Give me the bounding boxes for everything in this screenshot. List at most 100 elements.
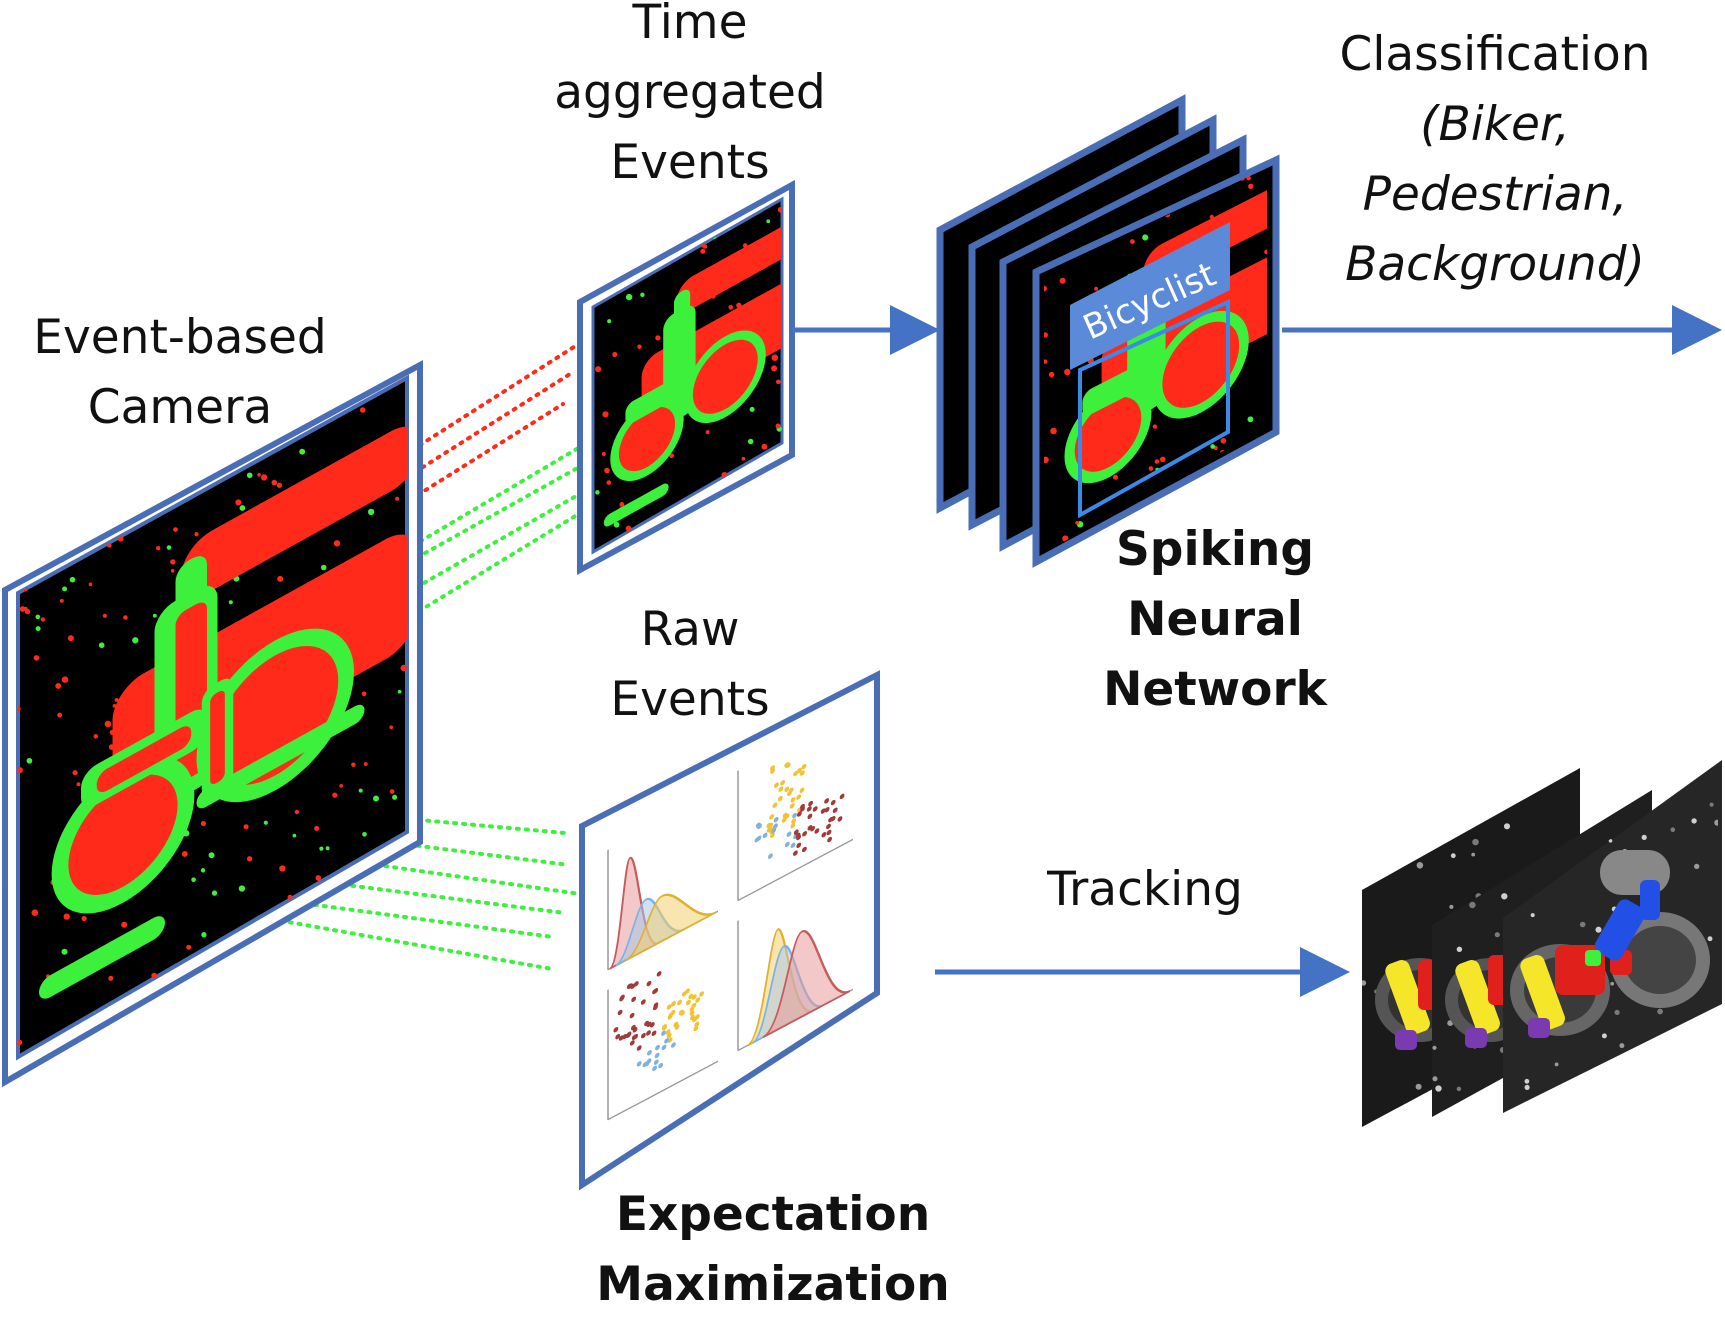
raw-events-line-2: Events <box>610 672 770 727</box>
noise-dot <box>257 472 261 477</box>
noise-dot <box>72 770 78 776</box>
noise-dot <box>640 292 645 297</box>
noise-dot <box>1689 1100 1694 1105</box>
noise-dot <box>277 575 284 582</box>
noise-dot <box>1477 808 1483 814</box>
noise-dot <box>375 959 382 966</box>
noise-dot <box>612 274 617 279</box>
noise-dot <box>43 485 48 490</box>
noise-dot <box>170 559 176 565</box>
scatter-point <box>793 850 798 856</box>
noise-dot <box>368 919 373 924</box>
noise-dot <box>57 712 63 718</box>
scatter-point <box>784 786 790 793</box>
noise-dot <box>117 535 124 542</box>
noise-dot <box>753 481 758 486</box>
noise-dot <box>1709 802 1714 807</box>
noise-dot <box>1595 926 1602 933</box>
noise-dot <box>669 453 675 459</box>
noise-dot <box>24 480 31 486</box>
scatter-point <box>768 853 773 859</box>
noise-dot <box>1489 1098 1496 1105</box>
scatter-point <box>827 836 833 843</box>
noise-dot <box>761 443 768 450</box>
time-aggregated-line-2: aggregated <box>554 65 826 120</box>
snn-label-line-1: Spiking <box>1115 522 1315 577</box>
noise-dot <box>603 217 608 222</box>
noise-dot <box>1435 1085 1442 1092</box>
noise-dot <box>271 969 276 974</box>
noise-dot <box>389 789 395 794</box>
scatter-point <box>646 980 652 987</box>
noise-dot <box>19 606 26 612</box>
scatter-point <box>640 999 646 1005</box>
scatter-point <box>784 841 790 848</box>
noise-dot <box>238 885 246 892</box>
noise-dot <box>1221 482 1228 489</box>
scatter-point <box>807 813 813 820</box>
noise-dot <box>700 248 706 254</box>
noise-dot <box>35 614 41 620</box>
noise-dot <box>1491 766 1495 770</box>
noise-dot <box>1112 474 1119 480</box>
scatter-point <box>644 1061 650 1067</box>
noise-dot <box>201 932 207 938</box>
scatter-point <box>796 834 802 841</box>
scatter-point <box>832 807 838 813</box>
scatter-point <box>790 842 796 848</box>
time-aggregated-line-1: Time <box>632 0 748 50</box>
noise-dot <box>266 1013 271 1018</box>
noise-dot <box>45 450 50 455</box>
snn-label-line-3: Network <box>1103 662 1327 717</box>
noise-dot <box>320 564 327 571</box>
scatter-point <box>664 1038 669 1044</box>
noise-dot <box>194 532 199 537</box>
scatter-point <box>655 1044 660 1051</box>
noise-dot <box>1707 936 1713 942</box>
noise-dot <box>1714 819 1718 826</box>
noise-dot <box>246 856 253 862</box>
noise-dot <box>299 448 306 455</box>
noise-dot <box>47 473 52 478</box>
noise-dot <box>114 697 119 702</box>
noise-dot <box>1670 827 1676 832</box>
scatter-point <box>790 797 796 803</box>
noise-dot <box>1367 779 1375 787</box>
noise-dot <box>257 443 261 448</box>
noise-dot <box>279 865 286 872</box>
scatter-point <box>787 790 792 796</box>
scatter-point <box>839 793 845 800</box>
noise-dot <box>1554 1062 1559 1067</box>
noise-dot <box>601 267 606 272</box>
scatter-point <box>622 1033 628 1040</box>
noise-dot <box>1044 359 1048 364</box>
scatter-point <box>617 1009 623 1016</box>
scatter-point <box>797 811 802 817</box>
noise-dot <box>271 479 278 486</box>
em-density-plot-1 <box>607 849 718 971</box>
scatter-point <box>626 1031 632 1037</box>
classification-class-3: Background) <box>1345 237 1645 292</box>
scatter-point <box>685 988 690 994</box>
noise-dot <box>81 1044 87 1050</box>
noise-dot <box>771 354 779 361</box>
noise-dot <box>1695 1017 1701 1023</box>
noise-dot <box>1154 459 1160 464</box>
scatter-point <box>674 1024 680 1030</box>
classification-class-1: (Biker, <box>1420 97 1570 152</box>
scatter-point <box>631 1034 637 1041</box>
scatter-point <box>656 971 662 977</box>
detection-bounding-box <box>1078 298 1230 519</box>
raw-events-line-1: Raw <box>640 602 740 657</box>
noise-dot <box>1608 838 1613 843</box>
em-label: Expectation Maximization <box>593 1180 953 1320</box>
scatter-point <box>830 799 836 806</box>
noise-dot <box>1494 932 1500 938</box>
aggregated-event-image <box>593 199 782 540</box>
noise-dot <box>123 615 128 620</box>
noise-dot <box>1657 1008 1664 1015</box>
noise-dot <box>33 655 40 661</box>
noise-dot <box>747 438 754 445</box>
noise-dot <box>595 490 600 495</box>
